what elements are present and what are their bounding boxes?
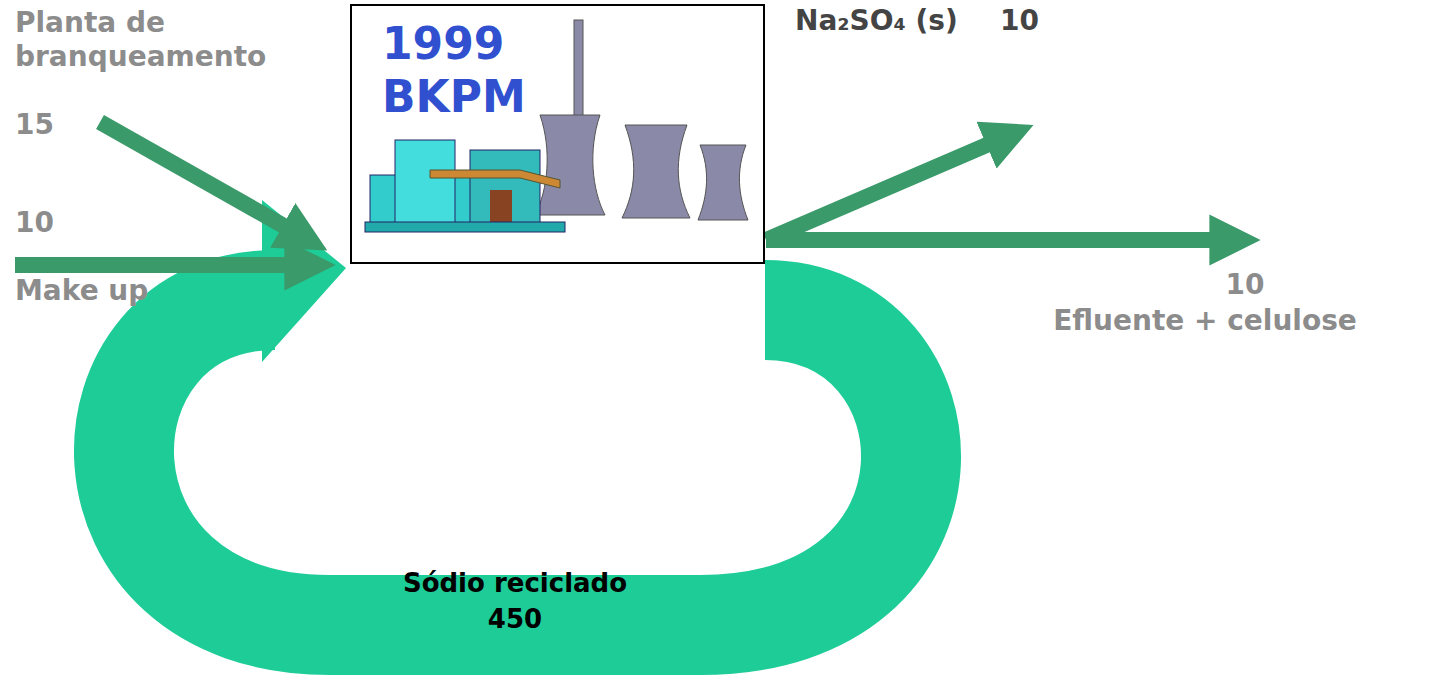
box-ground: [351, 6, 764, 262]
flow-value: 10: [1205, 268, 1285, 302]
source-name: Make up: [15, 274, 215, 308]
door: [490, 190, 512, 225]
loop-name: Sódio reciclado: [365, 568, 665, 599]
cooling-tower: [535, 115, 605, 215]
building: [395, 140, 455, 225]
pipe: [430, 170, 560, 188]
building: [470, 150, 540, 225]
output-arrow: [766, 135, 1010, 240]
recycle-loop: [124, 300, 911, 625]
input-arrow: [15, 257, 310, 273]
product-name: Na₂SO₄ (s): [795, 4, 995, 38]
input-arrow: [100, 122, 305, 238]
plant-title: BKPM: [352, 71, 763, 124]
source-name: Planta de branqueamento: [15, 6, 285, 73]
output-name: Efluente + celulose: [985, 304, 1425, 338]
flow-value: 450: [365, 604, 665, 635]
cooling-tower: [622, 125, 690, 218]
plant-title: 1999: [352, 18, 763, 71]
flow-value: 10: [1000, 4, 1080, 38]
cooling-tower: [698, 145, 748, 220]
output-arrow: [766, 232, 1235, 248]
base: [365, 222, 565, 232]
flow-value: 15: [15, 108, 95, 142]
flow-value: 10: [15, 206, 95, 240]
plant-box: 1999BKPM: [350, 4, 765, 264]
